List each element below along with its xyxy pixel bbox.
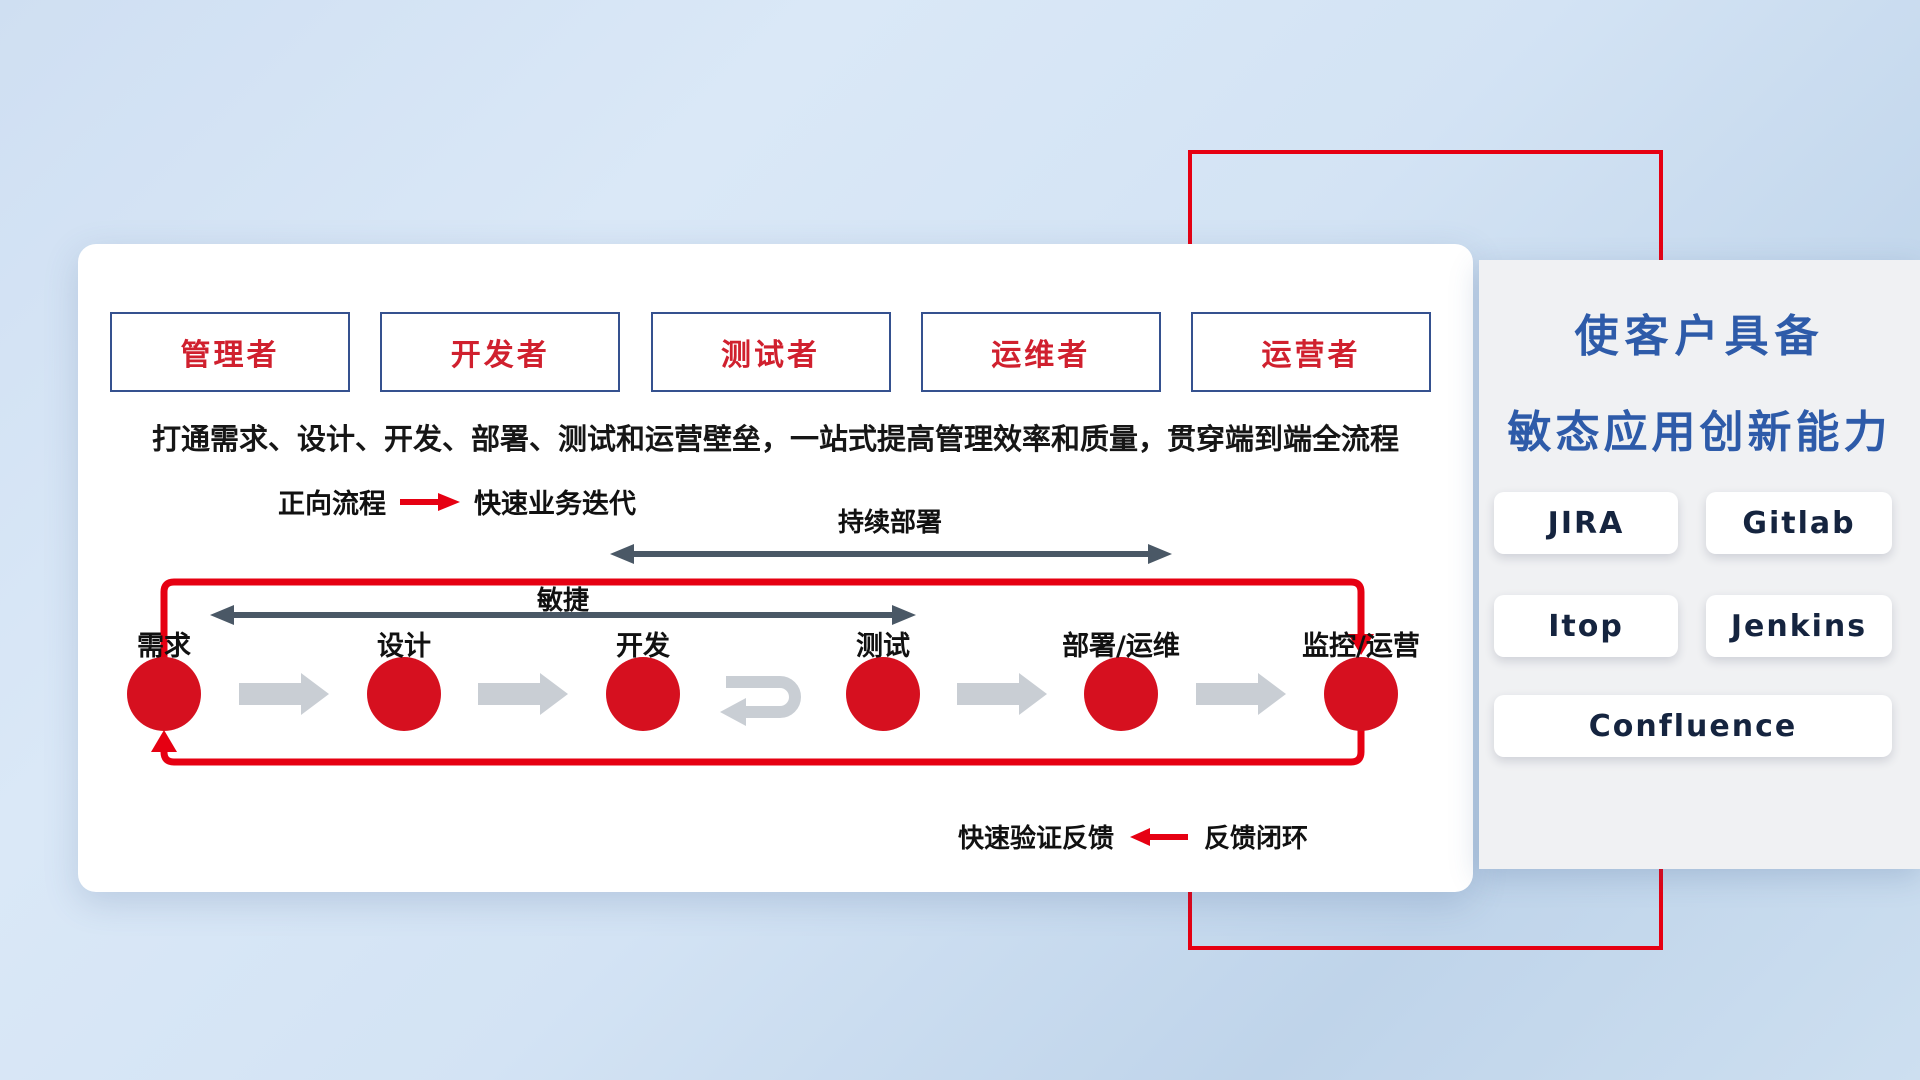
feedback-flow-value: 反馈闭环 — [1204, 824, 1309, 854]
flow-step-arrow — [957, 673, 1047, 715]
forward-arrow-icon — [400, 492, 460, 511]
agile-label: 敏捷 — [536, 586, 589, 616]
role-box-manager: 管理者 — [110, 312, 350, 392]
tool-box-jira: JIRA — [1494, 492, 1678, 554]
feedback-loop-arrowhead — [151, 730, 177, 752]
flow-step-arrow — [478, 673, 568, 715]
role-box-tester: 测试者 — [650, 312, 891, 392]
tool-box-gitlab: Gitlab — [1706, 492, 1892, 554]
stage-circle-demand — [127, 657, 201, 731]
forward-loop-line — [160, 578, 1365, 658]
stage-circle-monitor — [1324, 657, 1398, 731]
forward-loop-arrowhead — [1348, 634, 1374, 655]
role-box-developer: 开发者 — [380, 312, 621, 392]
role-box-operator: 运营者 — [1191, 312, 1431, 392]
stage-label-monitor: 监控/运营 — [1302, 631, 1420, 662]
feedback-arrow-icon — [1130, 827, 1189, 846]
panel-title-line1: 使客户具备 — [1574, 311, 1825, 362]
agile-arrow — [210, 605, 916, 625]
forward-flow-value: 快速业务迭代 — [474, 489, 636, 520]
stage-label-demand: 需求 — [137, 631, 191, 662]
role-box-ops: 运维者 — [920, 312, 1161, 392]
tool-box-jenkins: Jenkins — [1706, 595, 1892, 657]
stage-circle-test — [846, 657, 920, 731]
panel-title-line2: 敏态应用创新能力 — [1507, 407, 1892, 458]
feedback-flow-label: 快速验证反馈 — [958, 824, 1115, 854]
capability-panel: 使客户具备 敏态应用创新能力 JIRA Gitlab Itop Jenkins … — [1479, 260, 1920, 869]
forward-flow-legend: 正向流程 快速业务迭代 — [278, 482, 636, 521]
feedback-loop-line — [160, 730, 1365, 766]
stage-label-deploy: 部署/运维 — [1062, 631, 1180, 662]
flow-step-arrow — [1196, 673, 1286, 715]
flow-diagram — [127, 544, 1398, 766]
forward-flow-label: 正向流程 — [278, 489, 386, 520]
stage-label-develop: 开发 — [616, 631, 670, 662]
stage-circle-develop — [606, 657, 680, 731]
continuous-deploy-arrow — [610, 544, 1172, 564]
stage-label-test: 测试 — [856, 631, 910, 662]
devops-flow-card: 管理者 开发者 测试者 运维者 运营者 打通需求、设计、开发、部署、测试和运营壁… — [78, 244, 1473, 892]
flow-step-arrow — [239, 673, 329, 715]
stage-circle-deploy — [1084, 657, 1158, 731]
stage-circle-design — [367, 657, 441, 731]
iteration-loop-icon — [720, 676, 801, 726]
feedback-legend: 快速验证反馈 反馈闭环 — [958, 818, 1308, 855]
stage-label-design: 设计 — [377, 631, 431, 662]
tool-box-confluence: Confluence — [1494, 695, 1892, 757]
flow-description: 打通需求、设计、开发、部署、测试和运营壁垒，一站式提高管理效率和质量，贯穿端到端… — [151, 422, 1399, 456]
tool-box-itop: Itop — [1494, 595, 1678, 657]
continuous-deploy-label: 持续部署 — [837, 508, 942, 538]
roles-row: 管理者 开发者 测试者 运维者 运营者 — [110, 312, 1431, 392]
